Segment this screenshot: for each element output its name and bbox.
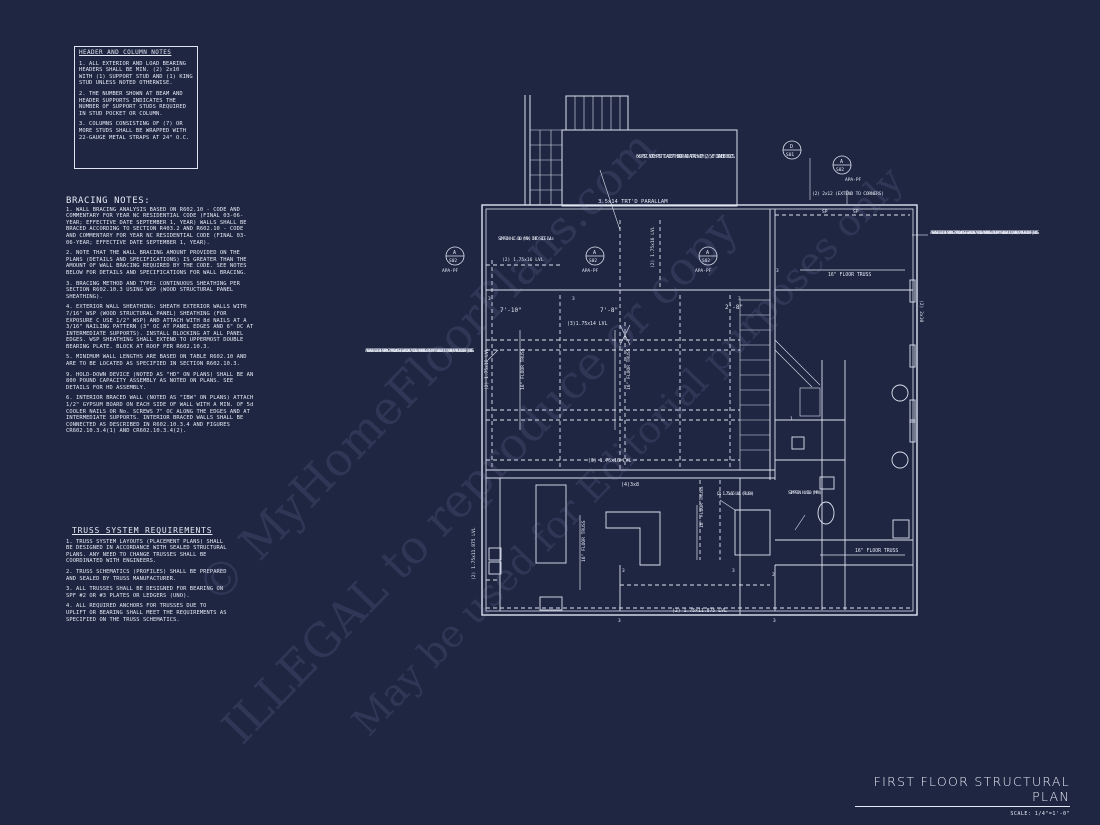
simpson-huc-label: SIMPSON HUC 410 (MAX) INTO SIDE LVLs <box>498 236 554 242</box>
truss-note-3: 3. ALL TRUSSES SHALL BE DESIGNED FOR BEA… <box>66 586 227 599</box>
simpson-hu-label: SIMPSON HU410 (MAX) <box>788 490 822 496</box>
stud-count: 3 <box>618 618 621 624</box>
floor-truss-label-right: 16" FLOOR TRUSS <box>828 272 871 278</box>
stud-count: 1 <box>790 416 793 422</box>
bracing-notes: BRACING NOTES: 1. WALL BRACING ANALYSIS … <box>66 196 257 439</box>
sheet-title: FIRST FLOOR STRUCTURAL PLAN <box>855 774 1070 807</box>
callout-sheet-3: S02 <box>702 258 710 264</box>
truss-direction-arrows <box>519 269 905 590</box>
floor-truss-label-mid: 16" FLOOR TRUSS <box>626 348 632 390</box>
header-flush-label: (2) 1.75x16 LVL (FLUSH) <box>716 491 754 497</box>
callout-ref-5: D <box>790 144 793 150</box>
stud-count: 3 <box>488 296 491 302</box>
rear-deck <box>524 95 738 207</box>
truss-note-2: 2. TRUSS SCHEMATICS (PROFILES) SHALL BE … <box>66 568 230 582</box>
bracing-note-1: 1. WALL BRACING ANALYSIS BASED ON R602.1… <box>66 206 251 246</box>
callout-sheet-1: S02 <box>449 258 457 264</box>
header-2x10-label: (2) 2x10 <box>918 300 924 322</box>
beam-vertical-bottom-label: (2) 1.75x11.875 LVL <box>471 527 477 580</box>
floor-truss-label-bath: 16" FLOOR TRUSS <box>855 548 898 554</box>
callout-ref-4: A <box>840 159 843 165</box>
interior-walls <box>486 209 916 615</box>
truss-note-1: 1. TRUSS SYSTEM LAYOUTS (PLACEMENT PLANS… <box>66 538 230 565</box>
section-callouts <box>445 140 852 266</box>
stud-count: 3 <box>773 618 776 624</box>
callout-ref-2: A <box>593 250 596 256</box>
bracing-note-3: 3. BRACING METHOD AND TYPE: CONTINUOUS S… <box>66 280 244 300</box>
sp-label-2: SP <box>853 209 859 215</box>
stud-count: 3 <box>622 568 625 574</box>
interior-stair <box>739 299 821 471</box>
callout-ref-3: A <box>706 250 709 256</box>
beam-top-label: 3.5x14 TRT'D PARALLAM <box>598 199 668 205</box>
post-note-line: 6x6 POST. NOTCH POST TO ACCEPT HEADER AN… <box>636 154 736 160</box>
callout-sheet-2: S02 <box>589 258 597 264</box>
header-2x12-label: (2) 2x12 (EXTEND TO CORNERS) <box>812 191 884 197</box>
callout-apa-4: APA-PF <box>845 177 862 183</box>
beam-vertical-top-label: (2) 1.75x16 LVL <box>650 226 656 268</box>
post-43-label: (4)3x8 <box>621 482 639 488</box>
beam-bottom-label: (2) 1.75x11.875 LVL <box>672 608 727 614</box>
callout-sheet-5: S01 <box>786 152 794 158</box>
truss-notes-title: TRUSS SYSTEM REQUIREMENTS <box>72 526 213 535</box>
header-notes-title: HEADER AND COLUMN NOTES <box>79 49 172 56</box>
stud-count: 3 <box>732 568 735 574</box>
truss-grid <box>481 214 913 609</box>
bracing-note-2: 2. NOTE THAT THE WALL BRACING AMOUNT PRO… <box>66 250 251 276</box>
bracing-note-6: 6. INTERIOR BRACED WALL (NOTED AS "IBW" … <box>66 395 257 435</box>
leader-lines <box>487 158 928 531</box>
stud-count: 3 <box>738 296 741 302</box>
header-lvl-a-label: (2) 1.75x16 LVL <box>502 257 544 263</box>
stud-count: 2 <box>772 572 775 578</box>
beam-left-vertical-label: (2) 1.75x16 LVL <box>484 348 490 390</box>
strap-note-right: ATTACH BASE OF KING STUD WITH A SIMPSON … <box>930 230 1040 236</box>
header-note-3: 3. COLUMNS CONSISTING OF (7) OR MORE STU… <box>79 121 190 141</box>
header-column-notes: HEADER AND COLUMN NOTES 1. ALL EXTERIOR … <box>74 46 198 169</box>
beam-mid-label: (3)1.75x14 LVL <box>567 321 608 327</box>
title-block: FIRST FLOOR STRUCTURAL PLAN SCALE: 1/4"=… <box>855 774 1070 817</box>
header-note-2: 2. THE NUMBER SHOWN AT BEAM AND HEADER S… <box>79 90 190 117</box>
stud-count: 3 <box>776 268 779 274</box>
callout-ref-1: A <box>453 250 456 256</box>
dim-a-label: 7'-10" <box>500 307 522 314</box>
floor-truss-label-hall: 16" FLOOR TRUSS <box>699 486 705 528</box>
header-note-1: 1. ALL EXTERIOR AND LOAD BEARING HEADERS… <box>79 60 197 87</box>
sp-label-1: SP <box>822 209 828 215</box>
beam-low-label: (3) 1.75x16 LVL <box>588 458 631 464</box>
callout-apa-3: APA-PF <box>695 268 712 274</box>
floor-truss-label-kitchen: 16" FLOOR TRUSS <box>581 520 587 562</box>
bracing-notes-title: BRACING NOTES: <box>66 196 151 206</box>
callout-apa-2: APA-PF <box>582 268 599 274</box>
dim-b-label: 7'-8" <box>600 307 618 314</box>
bracing-note-4: 4. EXTERIOR WALL SHEATHING: SHEATH EXTER… <box>66 304 257 350</box>
strap-note-left: ATTACH BASE OF KING STUD WITH A SIMPSON … <box>365 348 475 354</box>
sheet-scale: SCALE: 1/4"=1'-0" <box>1010 811 1070 817</box>
bracing-note-9: 9. HOLD-DOWN DEVICE (NOTED AS "HD" ON PL… <box>66 371 257 391</box>
stud-count: 3 <box>572 296 575 302</box>
floor-truss-label-left: 16" FLOOR TRUSS <box>520 348 526 390</box>
dim-c-label: 2'-8" <box>725 304 743 311</box>
truss-note-4: 4. ALL REQUIRED ANCHORS FOR TRUSSES DUE … <box>66 603 230 623</box>
callout-apa-1: APA-PF <box>442 268 459 274</box>
bracing-note-5: 5. MINIMUM WALL LENGTHS ARE BASED ON TAB… <box>66 354 251 368</box>
truss-system-requirements: TRUSS SYSTEM REQUIREMENTS 1. TRUSS SYSTE… <box>66 526 230 627</box>
callout-sheet-4: S02 <box>836 167 844 173</box>
